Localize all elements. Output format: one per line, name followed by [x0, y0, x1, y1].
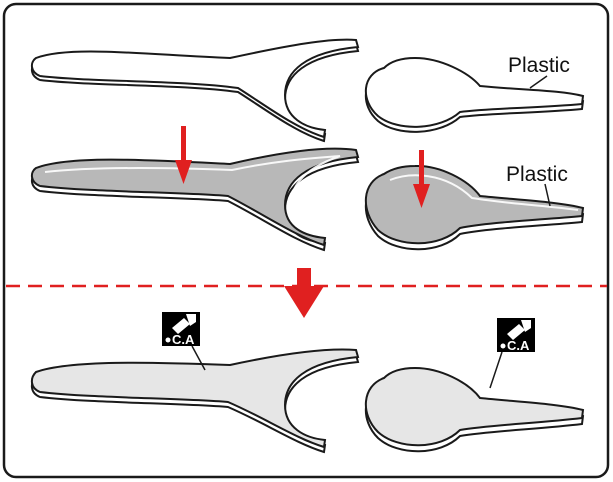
- glue-bottle-icon: C.A: [497, 318, 535, 353]
- glue-bottle-icon: C.A: [162, 312, 200, 347]
- ca-label-right: C.A: [507, 338, 530, 353]
- ca-label-left: C.A: [172, 332, 195, 347]
- plastic-label-top: Plastic: [508, 54, 570, 77]
- plastic-label-mid: Plastic: [506, 163, 568, 186]
